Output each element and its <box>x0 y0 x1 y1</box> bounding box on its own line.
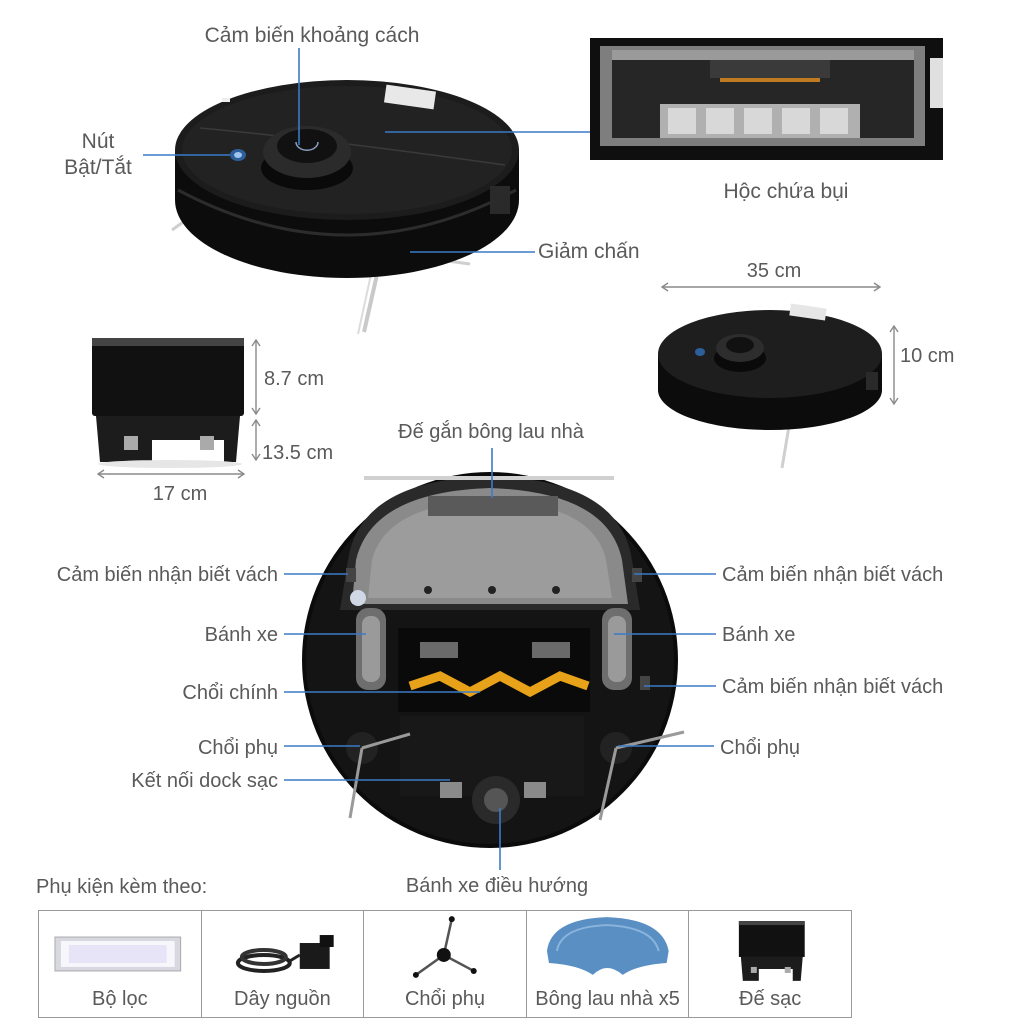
accessory-mop-pad-label: Bông lau nhà x5 <box>535 988 680 1010</box>
dust-bin-photo <box>590 38 943 160</box>
accessory-filter: Bộ lọc <box>39 911 202 1017</box>
side-brush-left-label: Chổi phụ <box>198 737 278 759</box>
accessory-filter-label: Bộ lọc <box>92 988 148 1010</box>
accessory-side-brush: Chổi phụ <box>364 911 527 1017</box>
main-brush-label: Chổi chính <box>182 682 278 704</box>
filter-icon <box>54 936 182 972</box>
dock-lower-height-label: 13.5 cm <box>262 442 333 464</box>
accessories-table: Bộ lọc Dây nguồn Chổi phụ Bông lau nhà x… <box>38 910 852 1018</box>
side-brush-icon <box>413 916 477 978</box>
mop-mount-label: Đế gắn bông lau nhà <box>398 420 585 443</box>
mop-pad-icon <box>546 917 669 975</box>
cliff-sensor-left-label: Cảm biến nhận biết vách <box>57 564 278 586</box>
dock-side-view <box>92 338 244 468</box>
robot-bottom-view <box>302 472 685 848</box>
bumper-label: Giảm chấn <box>538 240 640 263</box>
accessories-title: Phụ kiện kèm theo: <box>36 876 208 898</box>
side-brush-right-label: Chổi phụ <box>720 737 800 759</box>
accessory-charging-dock: Đế sạc <box>689 911 851 1017</box>
dock-upper-height-label: 8.7 cm <box>264 368 324 390</box>
caster-wheel-label: Bánh xe điều hướng <box>406 875 588 897</box>
dock-width-label: 17 cm <box>153 483 207 505</box>
wheel-left-label: Bánh xe <box>205 624 278 646</box>
dock-contacts-label: Kết nối dock sạc <box>131 770 278 792</box>
power-button-label-line2: Bật/Tắt <box>64 156 132 179</box>
accessory-power-cord: Dây nguồn <box>202 911 365 1017</box>
robot-top-view <box>171 80 519 335</box>
power-button-label-line1: Nút <box>82 130 115 153</box>
cliff-sensor-right-bottom-label: Cảm biến nhận biết vách <box>722 676 943 698</box>
robot-width-label: 35 cm <box>747 260 801 282</box>
accessory-power-cord-label: Dây nguồn <box>234 988 331 1010</box>
power-cord-icon <box>235 935 334 973</box>
charging-dock-icon <box>739 921 806 981</box>
accessory-mop-pad: Bông lau nhà x5 <box>527 911 690 1017</box>
accessory-charging-dock-label: Đế sạc <box>739 988 802 1010</box>
distance-sensor-label: Cảm biến khoảng cách <box>205 24 420 47</box>
robot-small-view <box>658 303 882 469</box>
cliff-sensor-right-top-label: Cảm biến nhận biết vách <box>722 564 943 586</box>
robot-height-label: 10 cm <box>900 345 954 367</box>
accessory-side-brush-label: Chổi phụ <box>404 988 486 1010</box>
dust-bin-label: Hộc chứa bụi <box>724 180 849 203</box>
wheel-right-label: Bánh xe <box>722 624 795 646</box>
